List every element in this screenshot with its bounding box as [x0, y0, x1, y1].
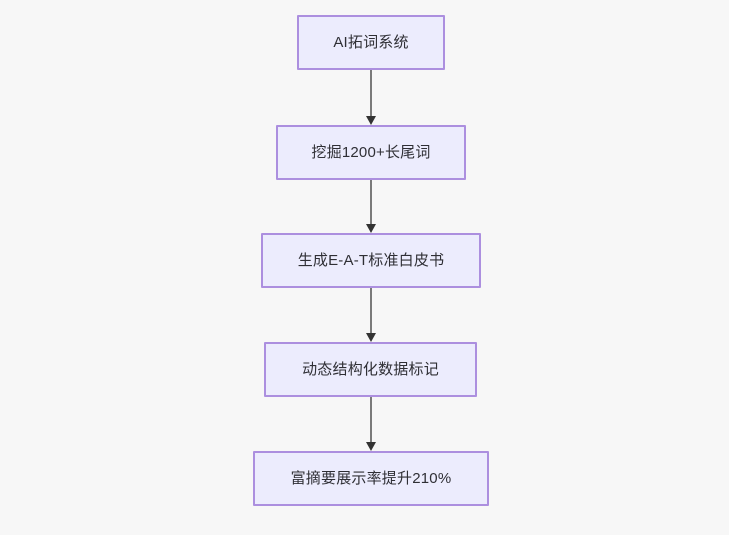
- flow-node-n1[interactable]: AI拓词系统: [297, 15, 445, 70]
- flow-node-label: 挖掘1200+长尾词: [311, 143, 431, 161]
- flow-edge-e3: [366, 288, 376, 342]
- flow-node-n2[interactable]: 挖掘1200+长尾词: [276, 125, 466, 180]
- flow-node-label: 富摘要展示率提升210%: [290, 469, 452, 487]
- flow-node-n3[interactable]: 生成E-A-T标准白皮书: [261, 233, 481, 288]
- flow-node-n4[interactable]: 动态结构化数据标记: [264, 342, 477, 397]
- flow-edge-e1: [366, 70, 376, 125]
- flow-node-label: AI拓词系统: [333, 33, 409, 51]
- flow-node-label: 生成E-A-T标准白皮书: [297, 251, 445, 269]
- edge-arrowhead-icon: [366, 333, 376, 342]
- flow-node-label: 动态结构化数据标记: [302, 360, 439, 378]
- edge-arrowhead-icon: [366, 442, 376, 451]
- flow-edge-e4: [366, 397, 376, 451]
- flow-node-n5[interactable]: 富摘要展示率提升210%: [253, 451, 489, 506]
- edge-arrowhead-icon: [366, 116, 376, 125]
- flow-edge-e2: [366, 180, 376, 233]
- edge-arrowhead-icon: [366, 224, 376, 233]
